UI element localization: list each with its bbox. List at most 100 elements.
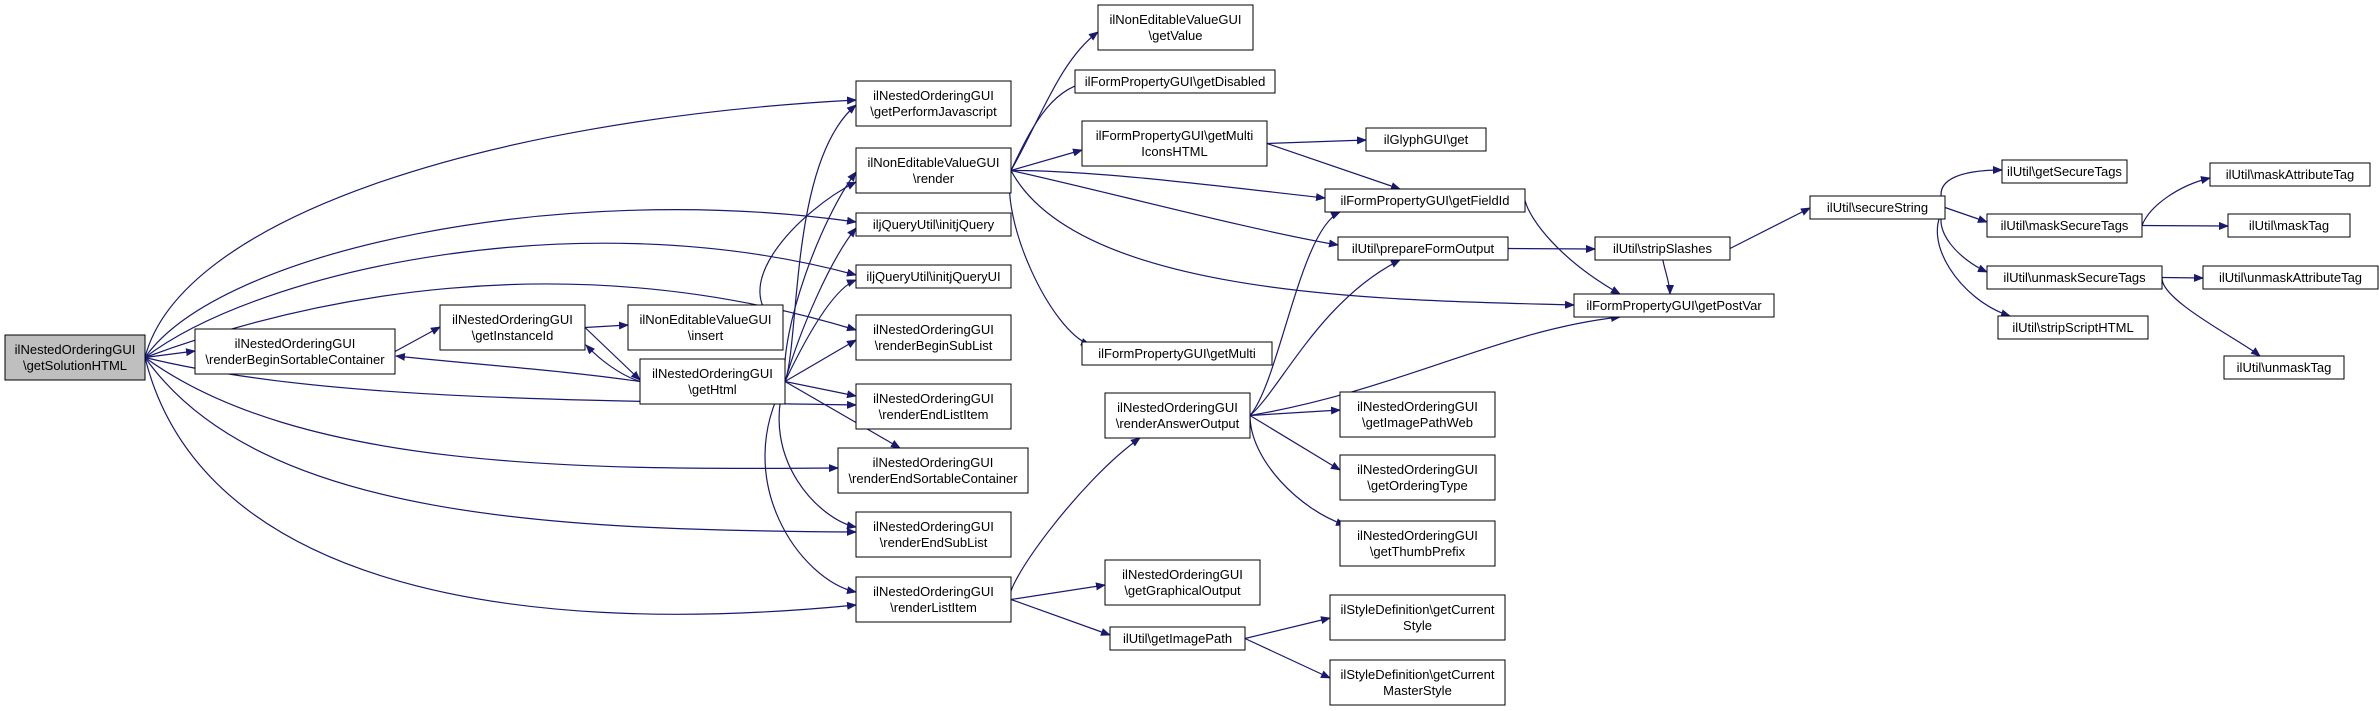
edge-rAnswer-to-thumbPrefix [1249,415,1346,526]
node-label: \renderAnswerOutput [1116,416,1240,431]
node-secureString[interactable]: ilUtil\secureString [1809,195,1946,220]
edge-getHtml-to-rbSortable [395,352,641,383]
node-nevInsert[interactable]: ilNonEditableValueGUI\insert [627,304,784,351]
node-thumbPrefix[interactable]: ilNestedOrderingGUI\getThumbPrefix [1339,520,1496,567]
node-label: iljQueryUtil\initjQueryUI [866,269,1000,284]
node-jqInit[interactable]: iljQueryUtil\initjQuery [855,212,1012,237]
node-box [1573,293,1775,318]
node-unmaskAttrTag[interactable]: ilUtil\unmaskAttributeTag [2202,265,2379,290]
node-label: ilNestedOrderingGUI [235,336,356,351]
edge-fpFieldId-to-fpPostVar [1524,200,1621,295]
node-label: \renderListItem [890,600,977,615]
node-nevGetValue[interactable]: ilNonEditableValueGUI\getValue [1097,4,1254,51]
node-rAnswer[interactable]: ilNestedOrderingGUI\renderAnswerOutput [1104,392,1251,439]
node-fpFieldId[interactable]: ilFormPropertyGUI\getFieldId [1324,188,1526,213]
node-label: ilNestedOrderingGUI [652,366,773,381]
node-label: ilNestedOrderingGUI [873,455,994,470]
node-label: \getPerformJavascript [870,104,997,119]
node-fpPostVar[interactable]: ilFormPropertyGUI\getPostVar [1573,293,1775,318]
node-label: ilUtil\stripScriptHTML [2012,320,2133,335]
node-box [1329,594,1506,641]
edge-rbSortable-to-instId [394,326,441,353]
node-box [1339,454,1496,501]
node-maskSecureTags[interactable]: ilUtil\maskSecureTags [1986,213,2143,238]
node-label: ilFormPropertyGUI\getDisabled [1085,74,1266,89]
edge-nevRender-to-prepForm [1010,169,1339,248]
node-label: \renderEndSortableContainer [848,471,1018,486]
node-getHtml[interactable]: ilNestedOrderingGUI\getHtml [639,358,786,405]
node-reSortable[interactable]: ilNestedOrderingGUI\renderEndSortableCon… [837,447,1029,494]
node-reSubList[interactable]: ilNestedOrderingGUI\renderEndSubList [855,511,1012,558]
node-instId[interactable]: ilNestedOrderingGUI\getInstanceId [439,304,586,351]
node-box [855,212,1012,237]
node-box [639,358,786,405]
node-glyphGet[interactable]: ilGlyphGUI\get [1365,127,1487,152]
node-prepForm[interactable]: ilUtil\prepareFormOutput [1337,236,1509,261]
node-label: ilNestedOrderingGUI [452,312,573,327]
node-imgPathWeb[interactable]: ilNestedOrderingGUI\getImagePathWeb [1339,391,1496,438]
node-imgPath[interactable]: ilUtil\getImagePath [1109,626,1246,651]
node-unmaskSecureTags[interactable]: ilUtil\unmaskSecureTags [1986,265,2163,290]
node-unmaskTag[interactable]: ilUtil\unmaskTag [2223,355,2345,380]
edge-prepForm-to-stripSlashes [1507,244,1596,253]
node-label: \renderBeginSortableContainer [205,352,385,367]
node-rListItem[interactable]: ilNestedOrderingGUI\renderListItem [855,576,1012,623]
node-label: ilNestedOrderingGUI [873,391,994,406]
node-label: ilNestedOrderingGUI [1357,528,1478,543]
node-perfJs[interactable]: ilNestedOrderingGUI\getPerformJavascript [855,80,1012,127]
node-box [1986,213,2143,238]
node-label: \getInstanceId [472,328,554,343]
node-label: \getGraphicalOutput [1124,583,1241,598]
edge-root-to-reSortable [144,357,839,473]
node-box [855,383,1012,430]
node-label: ilFormPropertyGUI\getMulti [1096,128,1254,143]
edge-root-to-rbSortable [144,348,196,359]
node-box [2202,265,2379,290]
node-root[interactable]: ilNestedOrderingGUI\getSolutionHTML [4,334,146,381]
node-rbSortable[interactable]: ilNestedOrderingGUI\renderBeginSortableC… [194,328,396,375]
node-box [1324,188,1526,213]
node-label: \getImagePathWeb [1362,415,1473,430]
node-jqUi[interactable]: iljQueryUtil\initjQueryUI [855,264,1012,289]
edge-rAnswer-to-orderingType [1249,414,1341,471]
edge-rAnswer-to-fpPostVar [1249,313,1621,417]
edge-root-to-rListItem [144,357,857,615]
node-box [1081,341,1273,366]
node-label: IconsHTML [1141,144,1207,159]
node-maskAttrTag[interactable]: ilUtil\maskAttributeTag [2209,162,2371,187]
node-nevRender[interactable]: ilNonEditableValueGUI\render [855,147,1012,194]
edge-getHtml-to-jqUi [784,279,857,382]
node-label: \insert [688,328,724,343]
node-maskTag[interactable]: ilUtil\maskTag [2227,213,2351,238]
node-box [1329,659,1506,706]
node-rbSubList[interactable]: ilNestedOrderingGUI\renderBeginSubList [855,314,1012,361]
node-graphOut[interactable]: ilNestedOrderingGUI\getGraphicalOutput [1104,559,1261,606]
node-label: ilNestedOrderingGUI [15,342,136,357]
node-stripScript[interactable]: ilUtil\stripScriptHTML [1997,315,2149,340]
edge-secureString-to-unmaskSecureTags [1940,207,1988,273]
node-label: ilNonEditableValueGUI [640,312,772,327]
node-label: ilUtil\maskAttributeTag [2226,167,2355,182]
node-getSecureTags[interactable]: ilUtil\getSecureTags [2001,159,2128,184]
node-label: MasterStyle [1383,683,1452,698]
node-orderingType[interactable]: ilNestedOrderingGUI\getOrderingType [1339,454,1496,501]
node-box [1081,120,1268,167]
node-reListItem[interactable]: ilNestedOrderingGUI\renderEndListItem [855,383,1012,430]
edge-instId-to-nevInsert [584,321,629,330]
edge-root-to-jqInit [144,209,857,358]
node-label: ilUtil\getImagePath [1123,631,1232,646]
node-label: \getSolutionHTML [23,358,127,373]
node-box [1594,236,1731,261]
node-label: ilUtil\stripSlashes [1613,241,1712,256]
edge-getHtml-to-rbSubList [784,339,857,383]
edge-getHtml-to-reListItem [784,380,857,399]
node-label: Style [1403,618,1432,633]
node-stripSlashes[interactable]: ilUtil\stripSlashes [1594,236,1731,261]
edge-rAnswer-to-fpFieldId [1249,211,1341,416]
node-fpDisabled[interactable]: ilFormPropertyGUI\getDisabled [1074,69,1276,94]
node-fpMulti[interactable]: ilFormPropertyGUI\getMulti [1081,341,1273,366]
